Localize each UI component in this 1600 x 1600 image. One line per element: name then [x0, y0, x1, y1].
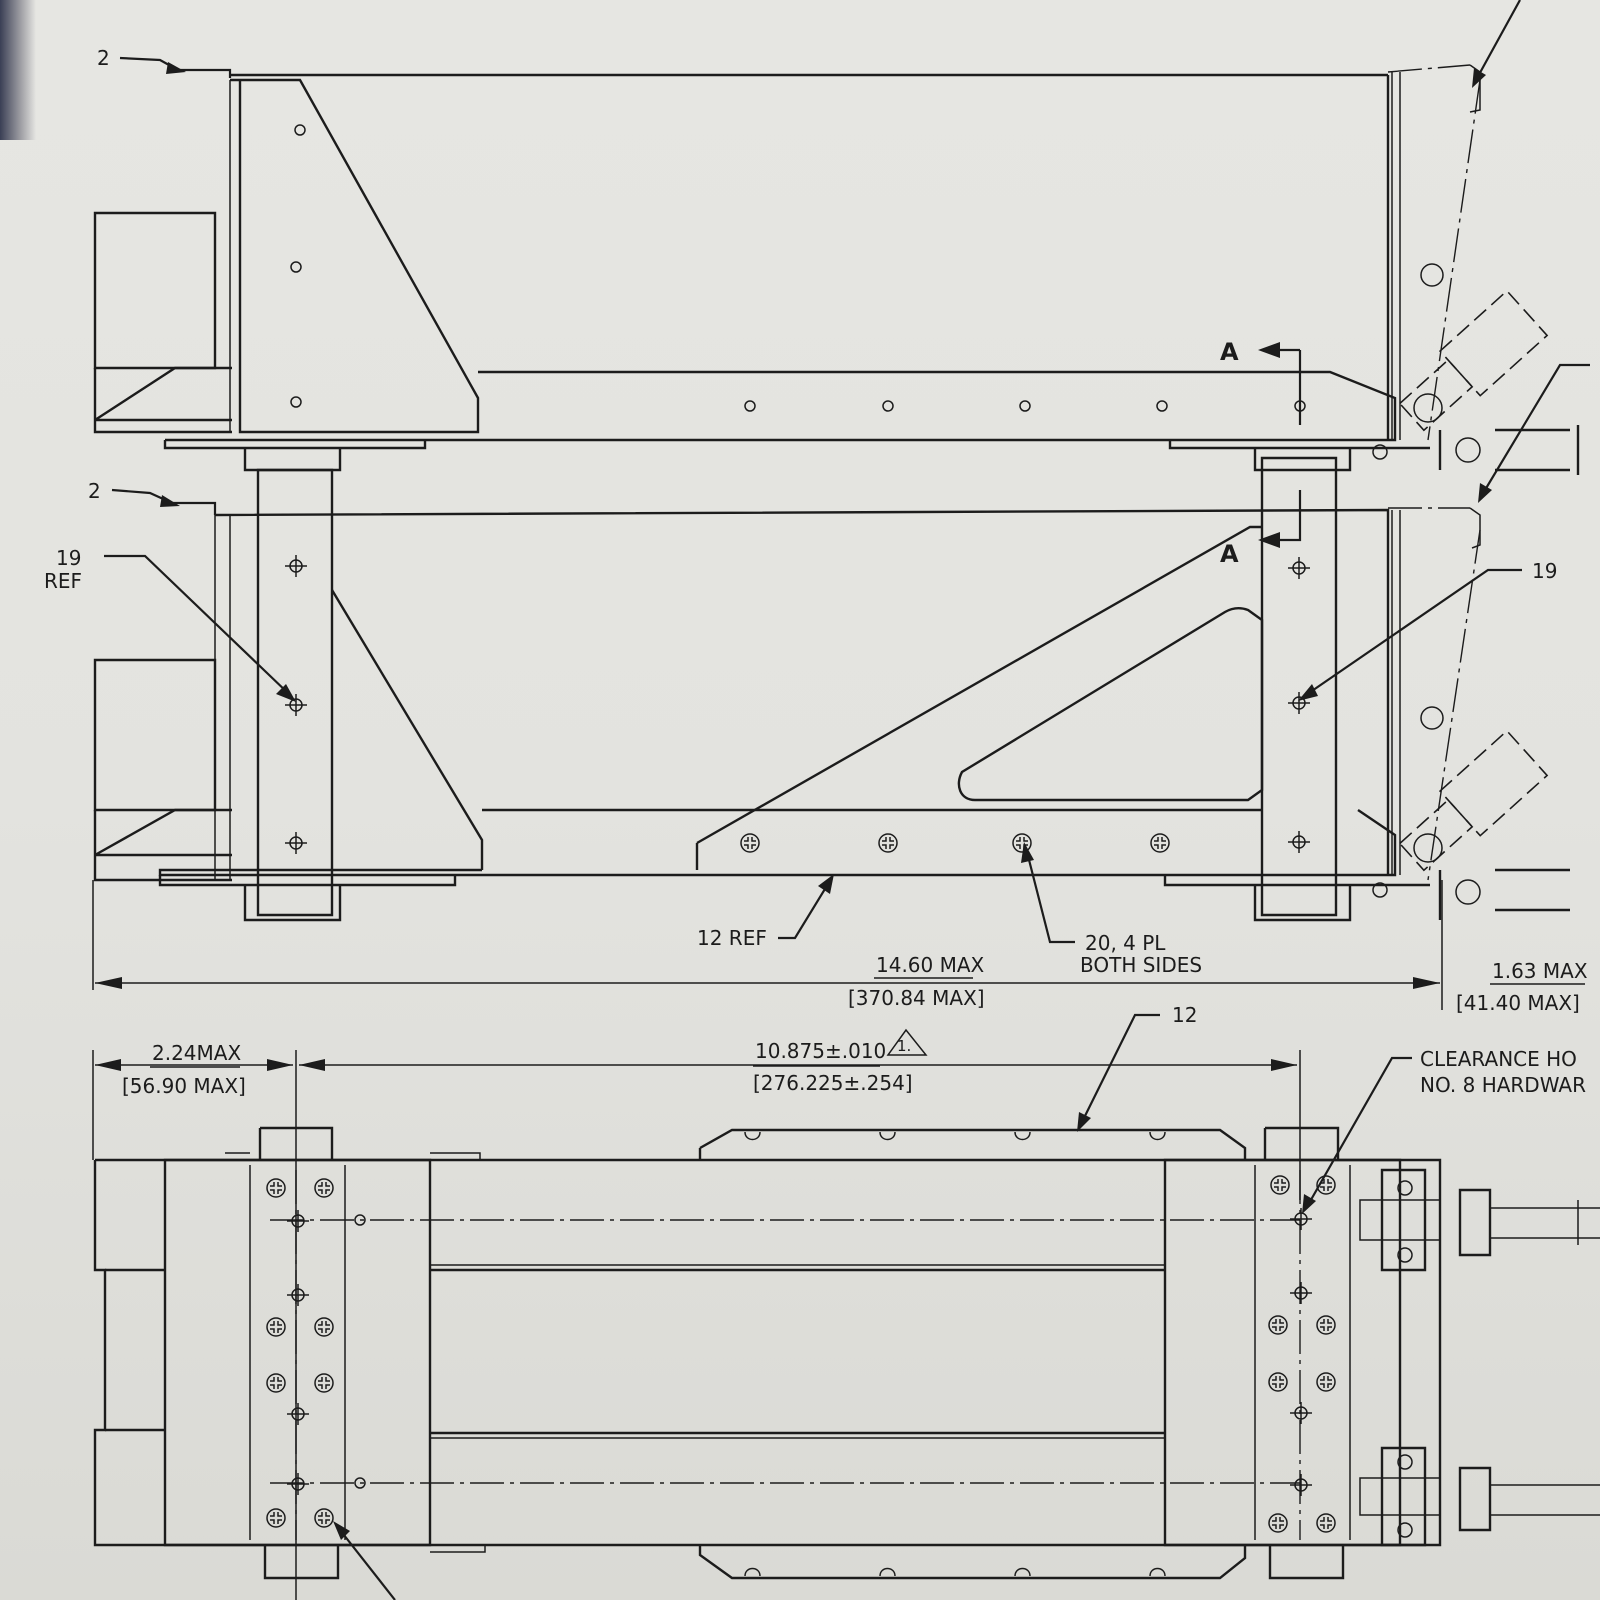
callout-clearance-line2: NO. 8 HARDWAR	[1420, 1073, 1586, 1097]
section-a-top-label: A	[1220, 338, 1239, 366]
callout-item-2-top: 2	[97, 46, 110, 70]
dim-right-inches: 1.63 MAX	[1492, 959, 1588, 983]
dim-overall-inches: 14.60 MAX	[876, 953, 985, 977]
dimensions: 14.60 MAX [370.84 MAX] 1.63 MAX [41.40 M…	[92, 880, 1588, 1600]
callout-item-20: 20, 4 PL	[1085, 931, 1166, 955]
dim-right-mm: [41.40 MAX]	[1456, 991, 1580, 1015]
callout-item-2-mid: 2	[88, 479, 101, 503]
dim-note-flag: 1.	[897, 1037, 911, 1055]
dim-center-inches: 10.875±.010	[755, 1039, 886, 1063]
section-a-bottom-label: A	[1220, 540, 1239, 568]
callout-item-12-ref: 12 REF	[697, 926, 767, 950]
callout-clearance-line1: CLEARANCE HO	[1420, 1047, 1577, 1071]
upper-assembly-view	[93, 64, 1580, 475]
callout-ref-label: REF	[44, 569, 82, 593]
dim-left-inches: 2.24MAX	[152, 1041, 241, 1065]
callout-both-sides: BOTH SIDES	[1080, 953, 1202, 977]
callout-item-19-right: 19	[1532, 559, 1557, 583]
dim-center-mm: [276.225±.254]	[753, 1071, 913, 1095]
callouts: 2 2 19 REF 19 12 REF 20, 4 PL BOTH SIDES…	[44, 0, 1590, 1600]
page-edge-shadow	[0, 0, 36, 140]
callout-item-19-ref: 19	[56, 546, 81, 570]
callout-item-12-bottom: 12	[1172, 1003, 1197, 1027]
lower-assembly-view	[93, 456, 1570, 922]
plan-view	[93, 1126, 1600, 1580]
dim-overall-mm: [370.84 MAX]	[848, 986, 985, 1010]
section-a-markers: A A	[1220, 338, 1302, 568]
dim-left-mm: [56.90 MAX]	[122, 1074, 246, 1098]
